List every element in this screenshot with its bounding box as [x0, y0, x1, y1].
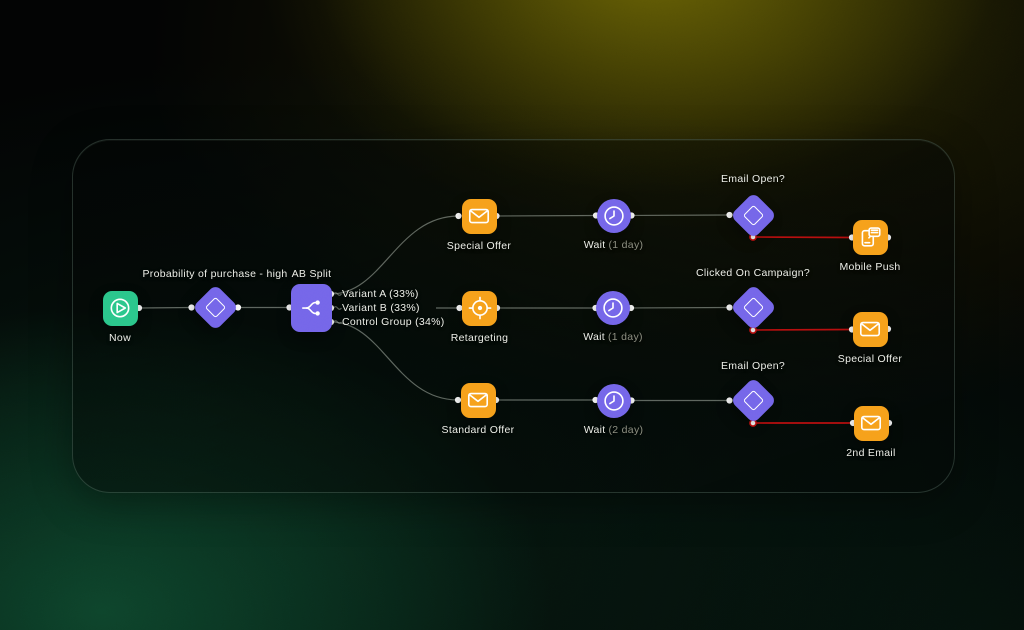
- node-now[interactable]: [102, 290, 138, 326]
- diamond-icon: [742, 389, 764, 412]
- diamond-icon: [742, 204, 764, 226]
- node-label-wrap: 2nd Email: [846, 447, 895, 459]
- node-wait-a[interactable]: [596, 198, 631, 233]
- target-icon: [468, 296, 491, 320]
- node-title: Email Open?: [721, 173, 785, 185]
- node-ab-split[interactable]: [291, 283, 332, 332]
- node-title: Clicked On Campaign?: [696, 266, 810, 279]
- branch-label: Variant B (33%): [342, 302, 420, 314]
- node-label-detail: (1 day): [608, 238, 644, 251]
- node-label: Special Offer: [446, 239, 512, 252]
- node-special-offer-b[interactable]: [852, 311, 888, 347]
- node-label: Wait: [583, 423, 606, 436]
- node-label-wrap: Wait(2 day): [584, 424, 644, 436]
- node-title: AB Split: [291, 267, 332, 280]
- clock-icon: [603, 205, 624, 226]
- node-label-wrap: Wait(1 day): [584, 239, 644, 251]
- node-label: Retargeting: [450, 331, 509, 344]
- node-retargeting[interactable]: [462, 290, 497, 326]
- node-special-offer-a[interactable]: [461, 198, 497, 234]
- node-label: Standard Offer: [441, 423, 515, 436]
- node-wait-b[interactable]: [596, 291, 630, 325]
- branch-label: Control Group (34%): [342, 316, 445, 328]
- node-label-detail: (2 day): [608, 423, 644, 436]
- node-label-wrap: Standard Offer: [442, 424, 515, 436]
- node-label: 2nd Email: [846, 446, 896, 459]
- node-second-email[interactable]: [853, 405, 889, 441]
- node-label: Mobile Push: [839, 261, 901, 273]
- clock-icon: [603, 298, 623, 318]
- node-label-wrap: Mobile Push: [839, 261, 900, 273]
- mobile-push-icon: [861, 226, 881, 247]
- clock-icon: [603, 390, 624, 411]
- node-wait-c[interactable]: [596, 383, 631, 418]
- node-label-wrap: Special Offer: [838, 353, 902, 365]
- node-label: Special Offer: [837, 352, 903, 365]
- branch-label: Variant A (33%): [342, 288, 419, 300]
- node-title: Email Open?: [721, 360, 785, 372]
- node-label: Wait: [583, 331, 606, 343]
- diamond-icon: [204, 296, 226, 319]
- node-label: Now: [109, 331, 131, 344]
- node-standard-offer[interactable]: [460, 382, 496, 418]
- node-mobile-push[interactable]: [852, 220, 888, 255]
- split-icon: [301, 299, 320, 316]
- play-icon: [110, 298, 130, 318]
- node-title: Probability of purchase - high: [142, 267, 288, 280]
- node-label-wrap: Retargeting: [451, 332, 509, 344]
- node-label-detail: (1 day): [608, 331, 643, 343]
- diamond-icon: [742, 296, 764, 319]
- envelope-icon: [468, 208, 490, 224]
- envelope-icon: [467, 392, 489, 408]
- envelope-icon: [859, 321, 881, 337]
- node-label-wrap: Wait(1 day): [583, 331, 643, 343]
- node-label: Wait: [583, 238, 606, 251]
- node-label-wrap: Now: [109, 332, 131, 344]
- node-label-wrap: Special Offer: [447, 240, 511, 252]
- envelope-icon: [860, 415, 882, 431]
